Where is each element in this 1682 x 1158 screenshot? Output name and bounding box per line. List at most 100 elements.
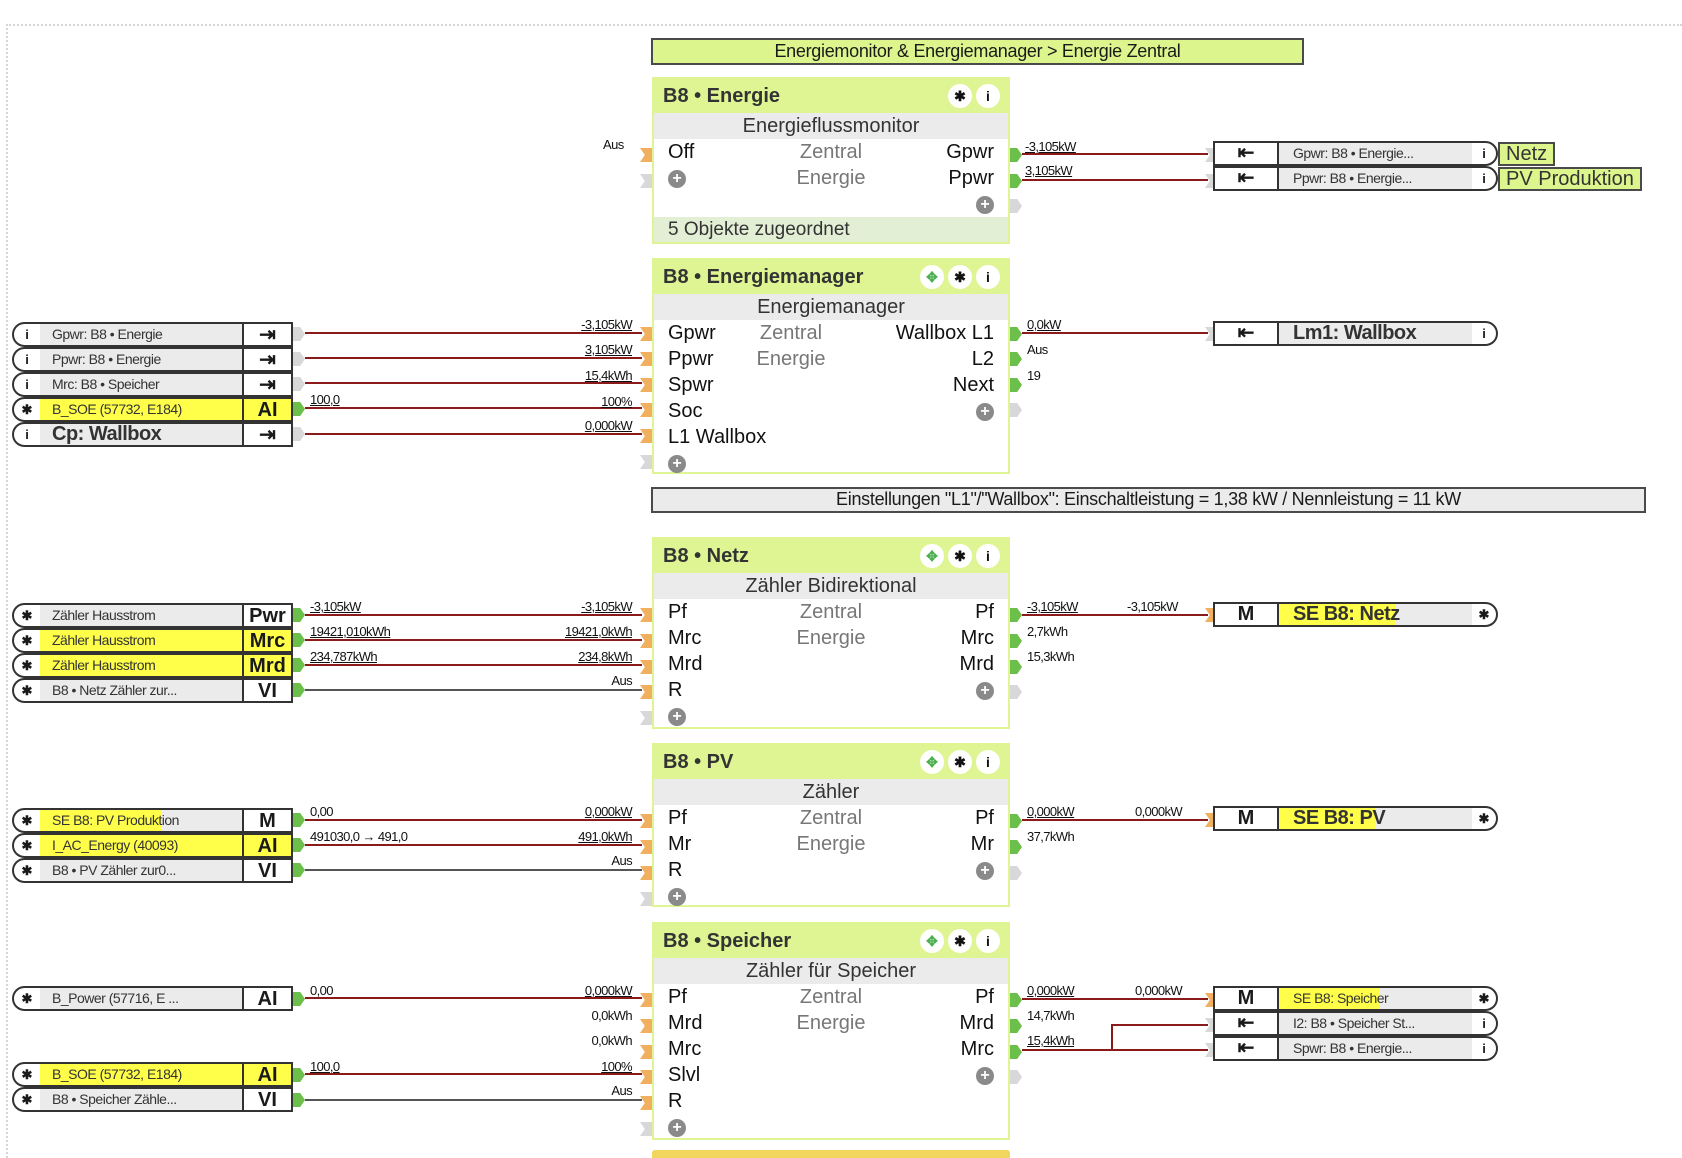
input-port[interactable] <box>640 1019 652 1033</box>
output-port[interactable] <box>293 352 305 366</box>
move-icon[interactable]: ✥ <box>920 750 944 774</box>
add-output-icon[interactable]: + <box>976 195 994 214</box>
output-port[interactable] <box>293 633 305 647</box>
info-icon[interactable]: i <box>1482 326 1486 341</box>
block-header[interactable]: B8 • PV ✥ ✱ i <box>654 745 1008 779</box>
add-input-icon[interactable]: + <box>668 707 686 726</box>
input-object[interactable]: ✱ Zähler Hausstrom Mrc <box>12 628 293 653</box>
block-header[interactable]: B8 • Speicher ✥ ✱ i <box>654 924 1008 958</box>
output-port[interactable] <box>293 992 305 1006</box>
gear-icon[interactable]: ✱ <box>21 682 33 698</box>
output-port[interactable] <box>1010 352 1022 366</box>
input-object[interactable]: ✱ B_SOE (57732, E184) AI <box>12 397 293 422</box>
output-port[interactable] <box>1010 199 1022 213</box>
output-port[interactable] <box>293 377 305 391</box>
gear-icon[interactable]: ✱ <box>948 750 972 774</box>
group-title[interactable]: Energiemonitor & Energiemanager > Energi… <box>651 38 1304 65</box>
input-object[interactable]: ✱ B8 • PV Zähler zur0... VI <box>12 858 293 883</box>
input-port[interactable] <box>640 993 652 1007</box>
gear-icon[interactable]: ✱ <box>1478 810 1490 826</box>
input-port[interactable] <box>640 352 652 366</box>
add-input-icon[interactable]: + <box>668 887 686 906</box>
input-link[interactable]: i Ppwr: B8 • Energie ⇥ <box>12 347 293 372</box>
output-port[interactable] <box>1010 1070 1022 1084</box>
gear-icon[interactable]: ✱ <box>948 84 972 108</box>
gear-icon[interactable]: ✱ <box>21 1066 33 1082</box>
block-header[interactable]: B8 • Energiemanager ✥ ✱ i <box>654 260 1008 294</box>
add-output-icon[interactable]: + <box>976 681 994 700</box>
output-link[interactable]: ⇤ Gpwr: B8 • Energie... i <box>1213 141 1498 166</box>
input-port[interactable] <box>640 866 652 880</box>
info-icon[interactable]: i <box>1482 146 1486 161</box>
add-output-icon[interactable]: + <box>976 402 994 421</box>
info-icon[interactable]: i <box>976 265 1000 289</box>
gear-icon[interactable]: ✱ <box>21 990 33 1006</box>
input-port[interactable] <box>640 892 652 906</box>
input-port[interactable] <box>640 1096 652 1110</box>
info-icon[interactable]: i <box>25 352 29 367</box>
output-object[interactable]: M SE B8: Netz ✱ <box>1213 602 1498 627</box>
output-port[interactable] <box>1010 840 1022 854</box>
settings-note[interactable]: Einstellungen "L1"/"Wallbox": Einschaltl… <box>651 487 1646 513</box>
output-port[interactable] <box>293 813 305 827</box>
output-port[interactable] <box>293 1068 305 1082</box>
output-port[interactable] <box>293 658 305 672</box>
output-port[interactable] <box>293 683 305 697</box>
block-header[interactable]: B8 • Energie ✱ i <box>654 79 1008 113</box>
output-link[interactable]: ⇤ Ppwr: B8 • Energie... i <box>1213 166 1498 191</box>
input-port[interactable] <box>640 660 652 674</box>
output-port[interactable] <box>1010 608 1022 622</box>
input-port[interactable] <box>640 840 652 854</box>
input-link[interactable]: i Cp: Wallbox ⇥ <box>12 422 293 447</box>
input-port[interactable] <box>640 608 652 622</box>
input-object[interactable]: ✱ Zähler Hausstrom Pwr <box>12 603 293 628</box>
gear-icon[interactable]: ✱ <box>21 401 33 417</box>
output-object[interactable]: M SE B8: Speicher ✱ <box>1213 986 1498 1011</box>
comment-tag[interactable]: Netz <box>1498 142 1556 166</box>
gear-icon[interactable]: ✱ <box>21 837 33 853</box>
input-port[interactable] <box>640 634 652 648</box>
gear-icon[interactable]: ✱ <box>21 607 33 623</box>
output-link[interactable]: ⇤ I2: B8 • Speicher St... i <box>1213 1011 1498 1036</box>
input-port[interactable] <box>640 814 652 828</box>
input-link[interactable]: i Gpwr: B8 • Energie ⇥ <box>12 322 293 347</box>
gear-icon[interactable]: ✱ <box>21 812 33 828</box>
output-port[interactable] <box>1010 866 1022 880</box>
move-icon[interactable]: ✥ <box>920 265 944 289</box>
input-port[interactable] <box>640 1070 652 1084</box>
input-port[interactable] <box>640 403 652 417</box>
info-icon[interactable]: i <box>1482 1041 1486 1056</box>
add-output-icon[interactable]: + <box>976 861 994 880</box>
output-port[interactable] <box>1010 685 1022 699</box>
output-link[interactable]: ⇤ Spwr: B8 • Energie... i <box>1213 1036 1498 1061</box>
output-port[interactable] <box>293 863 305 877</box>
output-port[interactable] <box>1010 174 1022 188</box>
input-port[interactable] <box>640 378 652 392</box>
info-icon[interactable]: i <box>976 929 1000 953</box>
block-energiemanager[interactable]: B8 • Energiemanager ✥ ✱ i Energiemanager… <box>652 258 1010 474</box>
output-port[interactable] <box>1010 1019 1022 1033</box>
output-port[interactable] <box>1010 327 1022 341</box>
input-object[interactable]: ✱ SE B8: PV Produktion M <box>12 808 293 833</box>
info-icon[interactable]: i <box>976 84 1000 108</box>
output-port[interactable] <box>293 427 305 441</box>
output-port[interactable] <box>293 838 305 852</box>
input-port[interactable] <box>640 455 652 469</box>
block-energie[interactable]: B8 • Energie ✱ i Energieflussmonitor Off… <box>652 77 1010 244</box>
info-icon[interactable]: i <box>976 544 1000 568</box>
gear-icon[interactable]: ✱ <box>1478 990 1490 1006</box>
input-port[interactable] <box>640 1045 652 1059</box>
gear-icon[interactable]: ✱ <box>1478 606 1490 622</box>
input-port[interactable] <box>640 1122 652 1136</box>
input-object[interactable]: ✱ B8 • Netz Zähler zur... VI <box>12 678 293 703</box>
gear-icon[interactable]: ✱ <box>948 544 972 568</box>
output-port[interactable] <box>293 1093 305 1107</box>
input-object[interactable]: ✱ Zähler Hausstrom Mrd <box>12 653 293 678</box>
info-icon[interactable]: i <box>25 427 29 442</box>
input-port[interactable] <box>640 327 652 341</box>
input-object[interactable]: ✱ I_AC_Energy (40093) AI <box>12 833 293 858</box>
output-port[interactable] <box>293 327 305 341</box>
input-port[interactable] <box>640 685 652 699</box>
comment-tag[interactable]: PV Produktion <box>1498 167 1642 191</box>
output-port[interactable] <box>1010 634 1022 648</box>
